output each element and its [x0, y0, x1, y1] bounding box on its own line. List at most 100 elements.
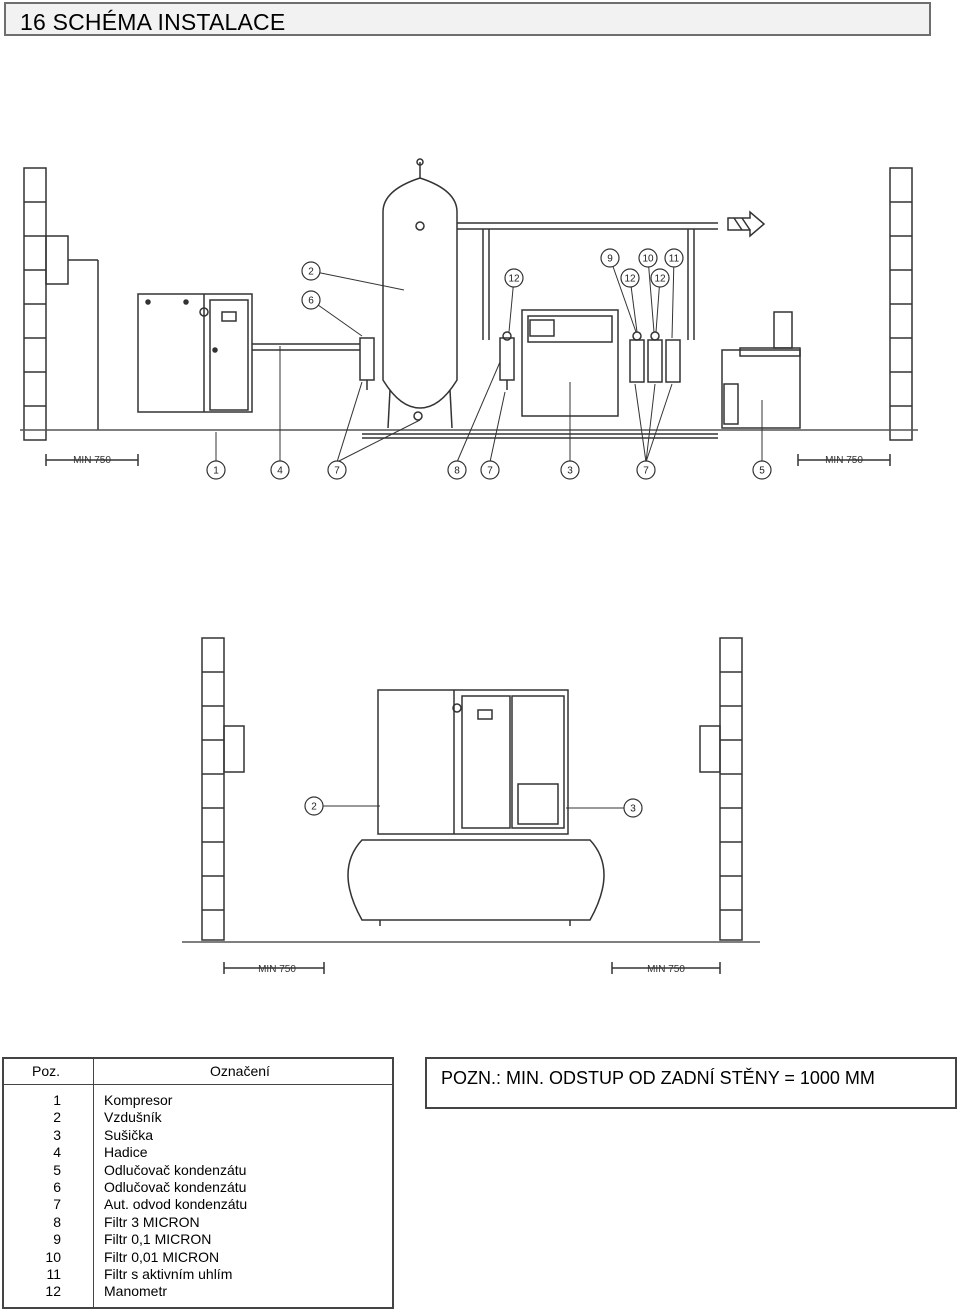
legend-row: 12 Manometr — [4, 1283, 392, 1300]
legend-pos: 12 — [45, 1283, 61, 1300]
legend-name: Aut. odvod kondenzátu — [104, 1196, 248, 1213]
legend-name: Kompresor — [104, 1092, 173, 1108]
legend-name: Odlučovač kondenzátu — [104, 1161, 247, 1178]
legend-row: 7 Aut. odvod kondenzátu — [4, 1196, 392, 1213]
callout-label: 2 — [308, 267, 314, 278]
air-receiver-tank — [382, 158, 458, 429]
legend-pos: 11 — [46, 1265, 61, 1282]
section-title-bar: 16 SCHÉMA INSTALACE — [4, 2, 931, 36]
legend-row: 5 Odlučovač kondenzátu — [4, 1162, 392, 1179]
legend-header: Poz. Označení — [4, 1059, 392, 1085]
callout-label: 11 — [669, 254, 680, 265]
callout-circle — [327, 460, 347, 480]
legend-column-divider — [93, 1059, 94, 1307]
left-brick-wall — [23, 167, 47, 441]
legend-row: 2 Vzdušník — [4, 1109, 392, 1126]
callout-label: 9 — [607, 254, 613, 265]
legend-row: 11 Filtr s aktivním uhlím — [4, 1266, 392, 1283]
callout-label: 3 — [630, 804, 636, 815]
oil-water-separator-5 — [721, 311, 801, 429]
dimension-left — [45, 454, 139, 466]
callout-circle — [480, 460, 500, 480]
horizontal-tank — [347, 839, 605, 926]
right-brick-wall-b — [719, 637, 743, 941]
dimension-label: MIN 750 — [647, 964, 685, 975]
legend-row: 4 Hadice — [4, 1144, 392, 1161]
legend-row: 8 Filtr 3 MICRON — [4, 1214, 392, 1231]
legend-name: Manometr — [104, 1283, 168, 1300]
compressor-on-tank — [377, 689, 569, 835]
callout-label: 10 — [642, 254, 654, 265]
callout-circle — [623, 798, 643, 818]
dimension-right-b — [611, 962, 721, 974]
legend-row: 6 Odlučovač kondenzátu — [4, 1179, 392, 1196]
legend-name: Odlučovač kondenzátu — [104, 1178, 247, 1195]
note-text: POZN.: MIN. ODSTUP OD ZADNÍ STĚNY = 1000… — [441, 1068, 875, 1088]
note-box: POZN.: MIN. ODSTUP OD ZADNÍ STĚNY = 1000… — [425, 1057, 957, 1109]
legend-name: Filtr 0,1 MICRON — [104, 1231, 212, 1248]
callout-label: 12 — [654, 274, 666, 285]
legend-row: 9 Filtr 0,1 MICRON — [4, 1231, 392, 1248]
separator-6 — [359, 337, 375, 390]
callout-circle — [301, 261, 321, 281]
callout-circle — [270, 460, 290, 480]
legend-pos: 2 — [53, 1109, 61, 1126]
legend-header-name: Označení — [210, 1063, 270, 1079]
legend-pos: 3 — [53, 1126, 61, 1143]
legend-name: Filtr s aktivním uhlím — [104, 1265, 233, 1282]
callout-circle — [636, 460, 656, 480]
callout-label: 8 — [454, 466, 460, 477]
filters-9-10-11 — [629, 331, 681, 383]
callout-label: 6 — [308, 296, 314, 307]
dimension-left-b — [223, 962, 325, 974]
callout-circle — [206, 460, 226, 480]
callout-label: 5 — [759, 466, 765, 477]
section-title: 16 SCHÉMA INSTALACE — [20, 9, 286, 35]
dimension-label: MIN 750 — [258, 964, 296, 975]
callout-circle — [620, 268, 640, 288]
callout-label: 12 — [624, 274, 636, 285]
legend-pos: 8 — [53, 1213, 61, 1230]
callout-label: 7 — [487, 466, 493, 477]
legend-pos: 4 — [53, 1144, 61, 1161]
legend-pos: 9 — [53, 1231, 61, 1248]
legend-pos: 7 — [53, 1196, 61, 1213]
callout-label: 3 — [567, 466, 573, 477]
wall-electrical-box — [45, 235, 69, 285]
legend-pos: 6 — [53, 1178, 61, 1195]
distribution-pipe — [457, 210, 766, 340]
filter-8 — [499, 331, 515, 390]
legend-pos: 10 — [45, 1248, 61, 1265]
legend-name: Filtr 3 MICRON — [104, 1213, 200, 1230]
dimension-label: MIN 750 — [825, 455, 863, 466]
callout-circle — [600, 248, 620, 268]
callout-circle — [304, 796, 324, 816]
legend-header-pos: Poz. — [32, 1063, 61, 1079]
callout-circle — [752, 460, 772, 480]
callout-label: 7 — [643, 466, 649, 477]
legend-name: Sušička — [104, 1126, 154, 1143]
legend-row: 3 Sušička — [4, 1127, 392, 1144]
legend-name: Vzdušník — [104, 1109, 162, 1126]
callout-label: 7 — [334, 466, 340, 477]
left-brick-wall-b — [201, 637, 225, 941]
top-dimension-labels: MIN 750 MIN 750 — [73, 455, 863, 466]
callout-circle — [664, 248, 684, 268]
dimension-label: MIN 750 — [73, 455, 111, 466]
dimension-right — [797, 454, 891, 466]
callout-circle — [447, 460, 467, 480]
callout-label: 2 — [311, 802, 317, 813]
callout-circle — [650, 268, 670, 288]
bottom-dimension-labels: MIN 750 MIN 750 — [258, 964, 685, 975]
right-brick-wall — [889, 167, 913, 441]
legend-name: Hadice — [104, 1144, 148, 1161]
legend-pos: 5 — [53, 1161, 61, 1178]
